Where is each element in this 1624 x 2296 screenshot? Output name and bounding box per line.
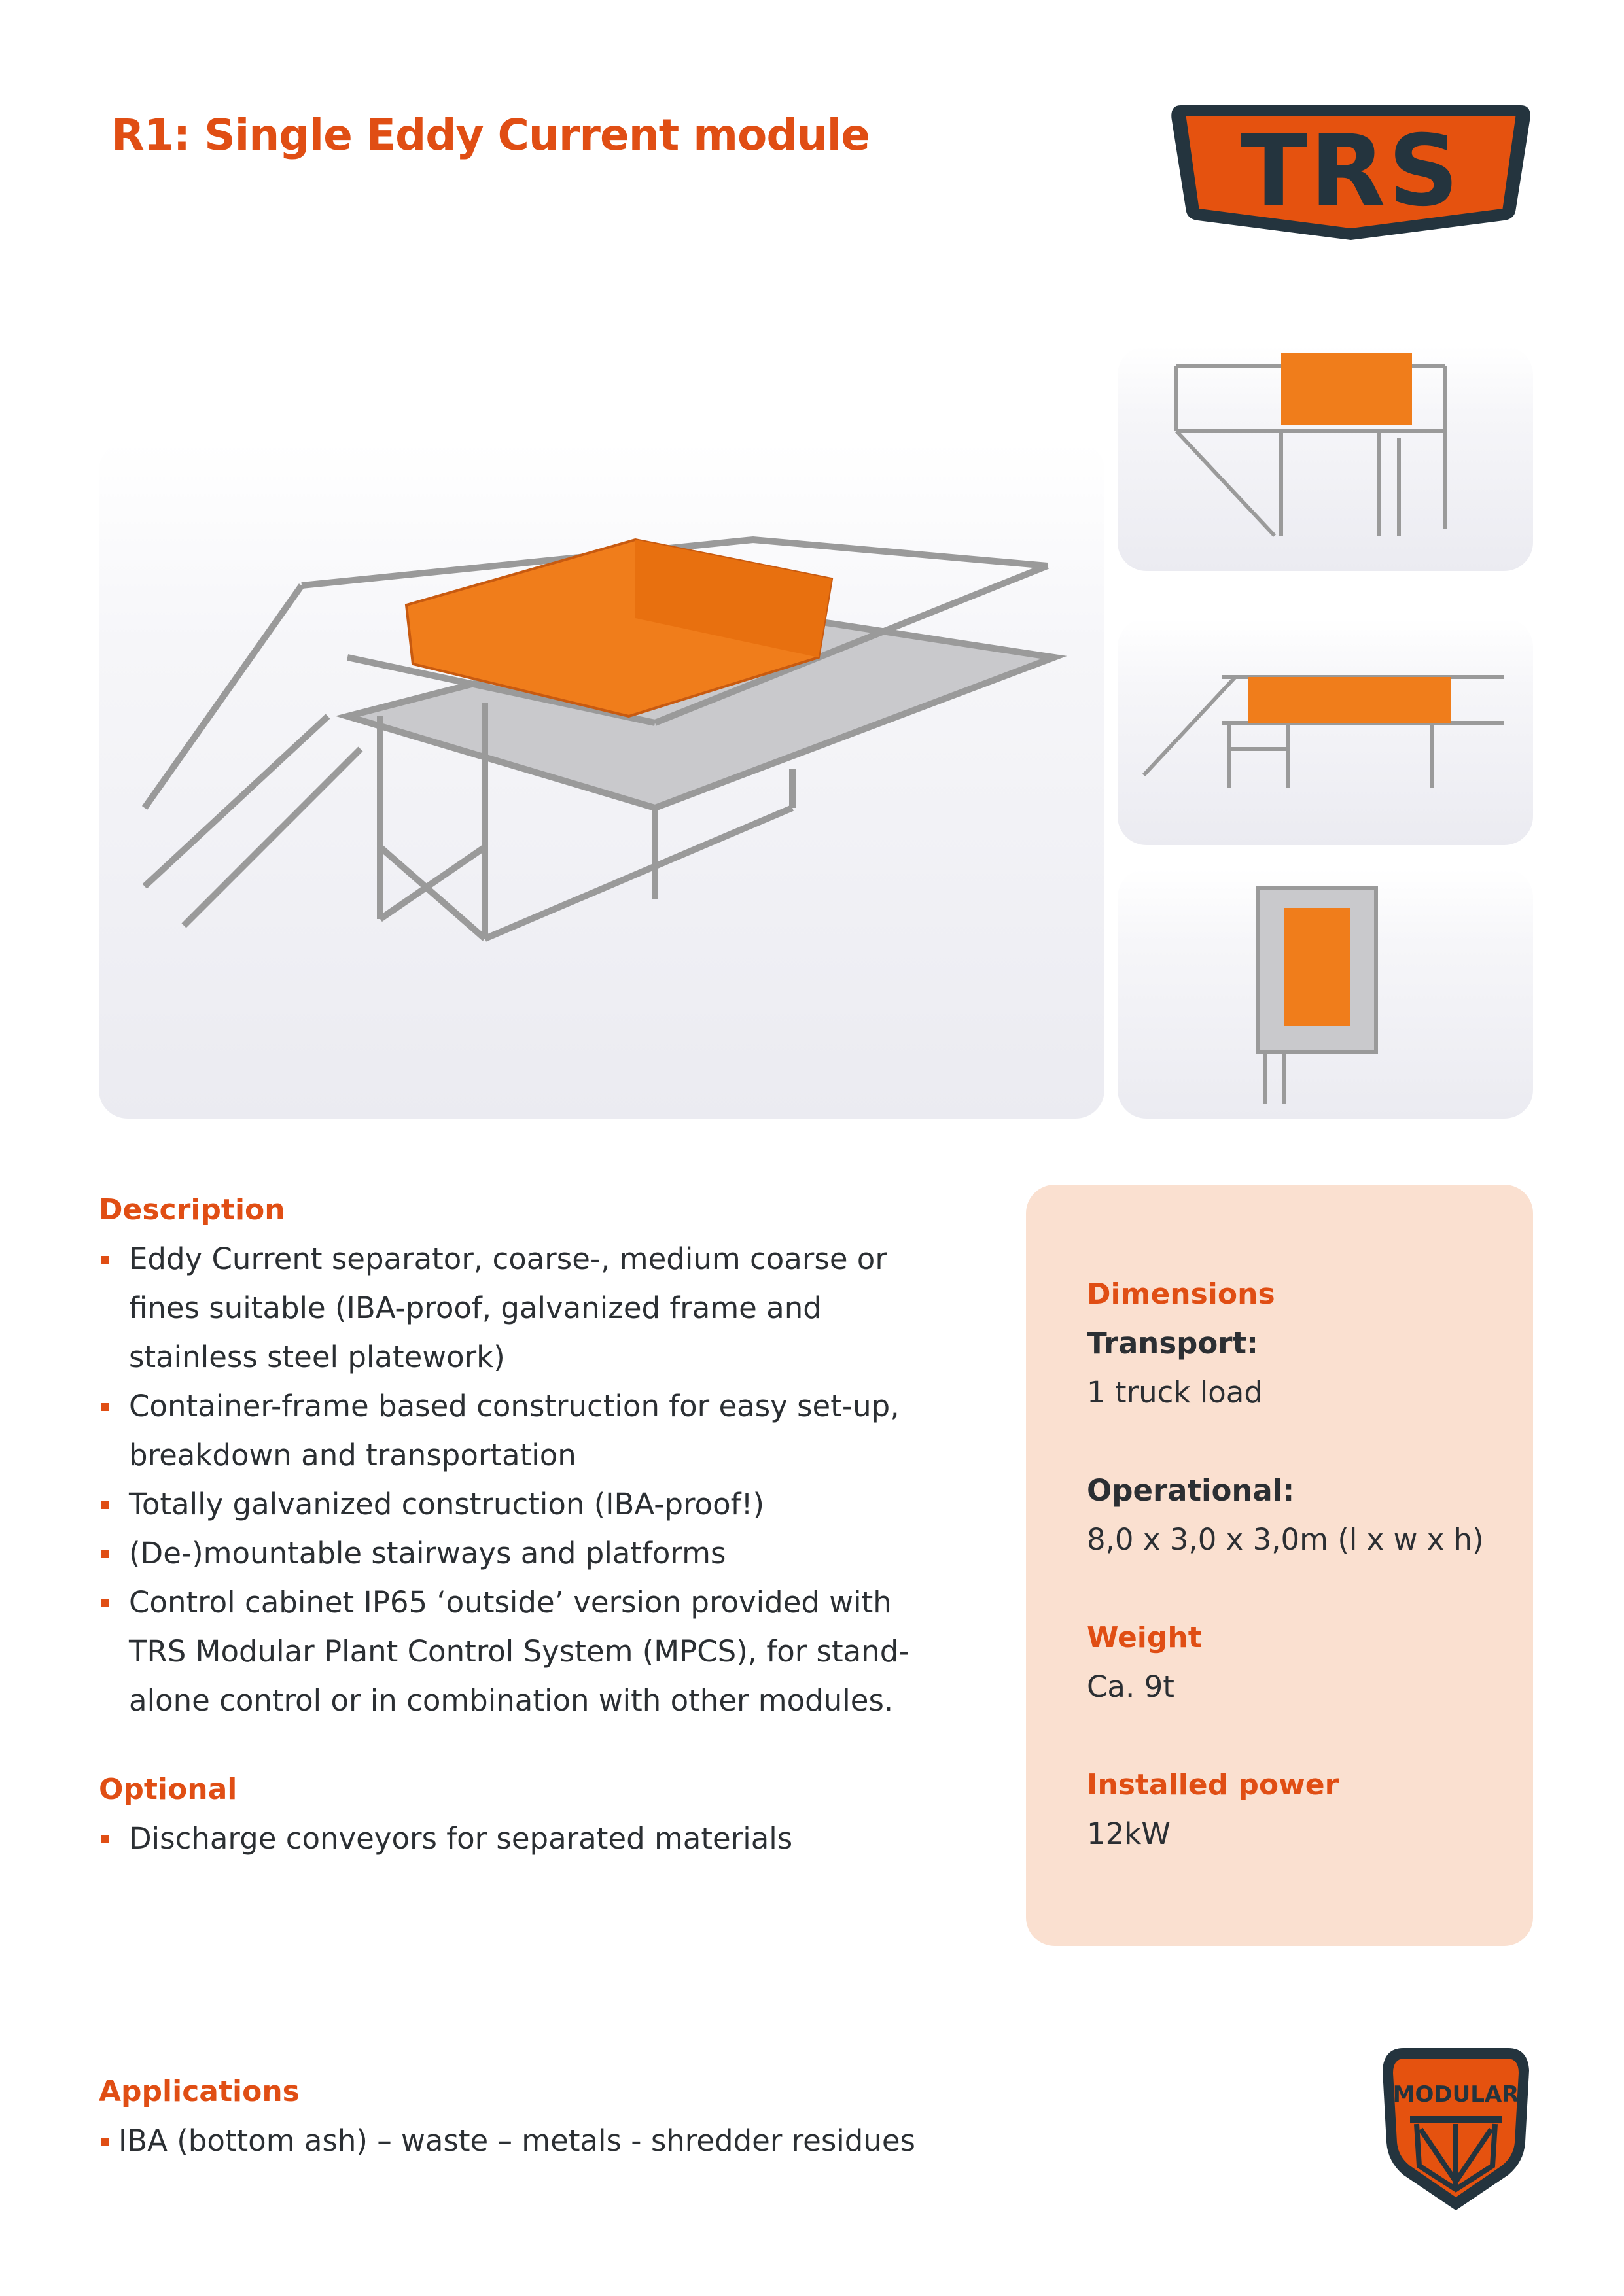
description-item: Container-frame based construction for e… bbox=[99, 1382, 940, 1480]
main-product-render bbox=[99, 442, 1104, 1119]
power-heading: Installed power bbox=[1087, 1768, 1339, 1801]
weight-heading: Weight bbox=[1087, 1621, 1202, 1654]
applications-section: Applications IBA (bottom ash) – waste – … bbox=[99, 2067, 1015, 2165]
trs-logo: TRS bbox=[1167, 99, 1534, 243]
operational-label: Operational: bbox=[1087, 1473, 1295, 1508]
applications-item: IBA (bottom ash) – waste – metals - shre… bbox=[99, 2116, 930, 2165]
weight-value: Ca. 9t bbox=[1087, 1669, 1174, 1704]
description-item: Totally galvanized construction (IBA-pro… bbox=[99, 1480, 940, 1529]
operational-value: 8,0 x 3,0 x 3,0m (l x w x h) bbox=[1087, 1522, 1484, 1557]
transport-value: 1 truck load bbox=[1087, 1375, 1263, 1410]
modular-badge-logo: MODULAR bbox=[1377, 2044, 1534, 2214]
transport-label: Transport: bbox=[1087, 1326, 1258, 1361]
description-heading: Description bbox=[99, 1193, 285, 1226]
optional-section: Optional Discharge conveyors for separat… bbox=[99, 1765, 949, 1863]
side-view-render bbox=[1118, 618, 1533, 845]
optional-item: Discharge conveyors for separated materi… bbox=[99, 1814, 940, 1863]
dimensions-heading: Dimensions bbox=[1087, 1278, 1275, 1311]
power-value: 12kW bbox=[1087, 1817, 1171, 1851]
front-view-render bbox=[1118, 346, 1533, 571]
page-title: R1: Single Eddy Current module bbox=[111, 110, 870, 160]
svg-text:MODULAR: MODULAR bbox=[1393, 2081, 1519, 2108]
description-item: Control cabinet IP65 ‘outside’ version p… bbox=[99, 1578, 940, 1725]
description-section: Description Eddy Current separator, coar… bbox=[99, 1185, 949, 1725]
svg-text:TRS: TRS bbox=[1241, 114, 1462, 228]
applications-heading: Applications bbox=[99, 2075, 300, 2108]
optional-heading: Optional bbox=[99, 1773, 238, 1806]
top-view-render bbox=[1118, 869, 1533, 1119]
specs-panel: Dimensions Transport: 1 truck load Opera… bbox=[1026, 1185, 1533, 1946]
description-item: Eddy Current separator, coarse-, medium … bbox=[99, 1234, 940, 1382]
description-item: (De-)mountable stairways and platforms bbox=[99, 1529, 940, 1578]
